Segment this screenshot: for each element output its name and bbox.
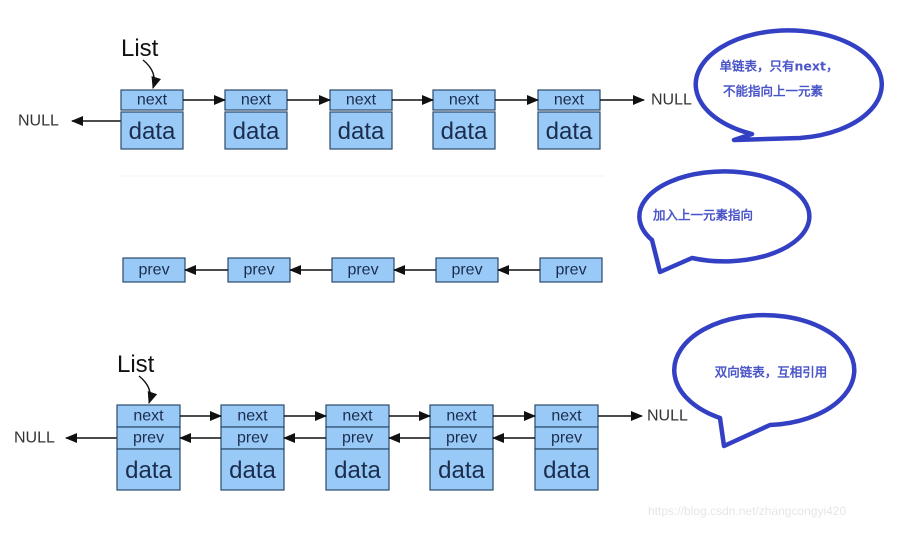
list-node: prev — [539, 257, 603, 283]
next-field-label: next — [342, 408, 373, 425]
data-field-label: data — [546, 118, 593, 145]
data-field-label: data — [338, 118, 385, 145]
callout-singly: 单链表，只有next， 不能指向上一元素 — [693, 28, 884, 143]
data-field-box — [120, 111, 184, 150]
speech-bubble-shape — [637, 169, 812, 275]
list-node: next prev data — [116, 404, 181, 491]
callout-text-line-1: 单链表，只有next， — [720, 59, 839, 74]
prev-field-label: prev — [446, 430, 477, 447]
data-field-box — [537, 111, 601, 150]
speech-bubble-shape — [693, 28, 884, 143]
data-field-label: data — [125, 457, 172, 484]
list-node: prev — [331, 257, 395, 283]
left-null-label: NULL — [14, 430, 55, 447]
next-field-label: next — [346, 92, 377, 109]
list-node: next data — [224, 89, 288, 150]
singly-linked-list: List NULL NULL nextdatanextdatanextdatan… — [18, 35, 692, 177]
next-field-label: next — [137, 92, 168, 109]
prev-field-label: prev — [555, 262, 586, 279]
callout-prev: 加入上一元素指向 — [637, 169, 812, 275]
watermark-text: https://blog.csdn.net/zhangcongyi420 — [648, 504, 846, 518]
data-field-box — [534, 448, 599, 491]
prev-field-label: prev — [551, 430, 582, 447]
next-field-label: next — [133, 408, 164, 425]
list-head-label: List — [121, 35, 159, 62]
list-head-label: List — [117, 351, 155, 378]
doubly-linked-list: List NULL NULL nextprevdatanextprevdatan… — [14, 351, 688, 491]
prev-field-box — [122, 257, 186, 283]
data-field-box — [329, 111, 393, 150]
next-field-label: next — [237, 408, 268, 425]
list-node: prev — [227, 257, 291, 283]
callout-text-line-1: 加入上一元素指向 — [652, 208, 753, 223]
list-node: prev — [435, 257, 499, 283]
next-field-label: next — [551, 408, 582, 425]
callout-text-line-2: 不能指向上一元素 — [723, 84, 824, 99]
next-field-label: next — [554, 92, 585, 109]
right-null-label: NULL — [651, 92, 692, 109]
prev-field-label: prev — [342, 430, 373, 447]
data-field-box — [325, 448, 390, 491]
data-field-label: data — [543, 457, 590, 484]
data-field-box — [432, 111, 496, 150]
right-null-label: NULL — [647, 408, 688, 425]
data-field-label: data — [229, 457, 276, 484]
left-null-label: NULL — [18, 113, 59, 130]
list-node: prev — [122, 257, 186, 283]
data-field-box — [224, 111, 288, 150]
next-field-label: next — [449, 92, 480, 109]
data-field-box — [429, 448, 494, 491]
prev-field-label: prev — [243, 262, 274, 279]
list-node: next prev data — [429, 404, 494, 491]
prev-field-box — [227, 257, 291, 283]
list-node: next data — [120, 89, 184, 150]
data-field-label: data — [441, 118, 488, 145]
data-field-box — [116, 448, 181, 491]
prev-field-label: prev — [237, 430, 268, 447]
data-field-label: data — [129, 118, 176, 145]
list-node: next prev data — [534, 404, 599, 491]
prev-pointer-row: prev prev prev prev prev — [122, 257, 603, 283]
list-node: next data — [329, 89, 393, 150]
prev-field-label: prev — [138, 262, 169, 279]
data-field-label: data — [438, 457, 485, 484]
head-pointer-arrow — [138, 375, 158, 404]
callout-doubly: 双向链表，互相引用 — [672, 312, 857, 449]
data-field-box — [220, 448, 285, 491]
callout-text-line-1: 双向链表，互相引用 — [714, 365, 828, 380]
list-node: next prev data — [220, 404, 285, 491]
list-node: next data — [432, 89, 496, 150]
head-pointer-arrow — [142, 59, 162, 89]
speech-bubble-shape — [672, 312, 857, 449]
data-field-label: data — [233, 118, 280, 145]
prev-field-label: prev — [451, 262, 482, 279]
next-field-label: next — [241, 92, 272, 109]
prev-field-label: prev — [347, 262, 378, 279]
data-field-label: data — [334, 457, 381, 484]
prev-field-label: prev — [133, 430, 164, 447]
list-node: next data — [537, 89, 601, 150]
next-field-label: next — [446, 408, 477, 425]
list-node: next prev data — [325, 404, 390, 491]
